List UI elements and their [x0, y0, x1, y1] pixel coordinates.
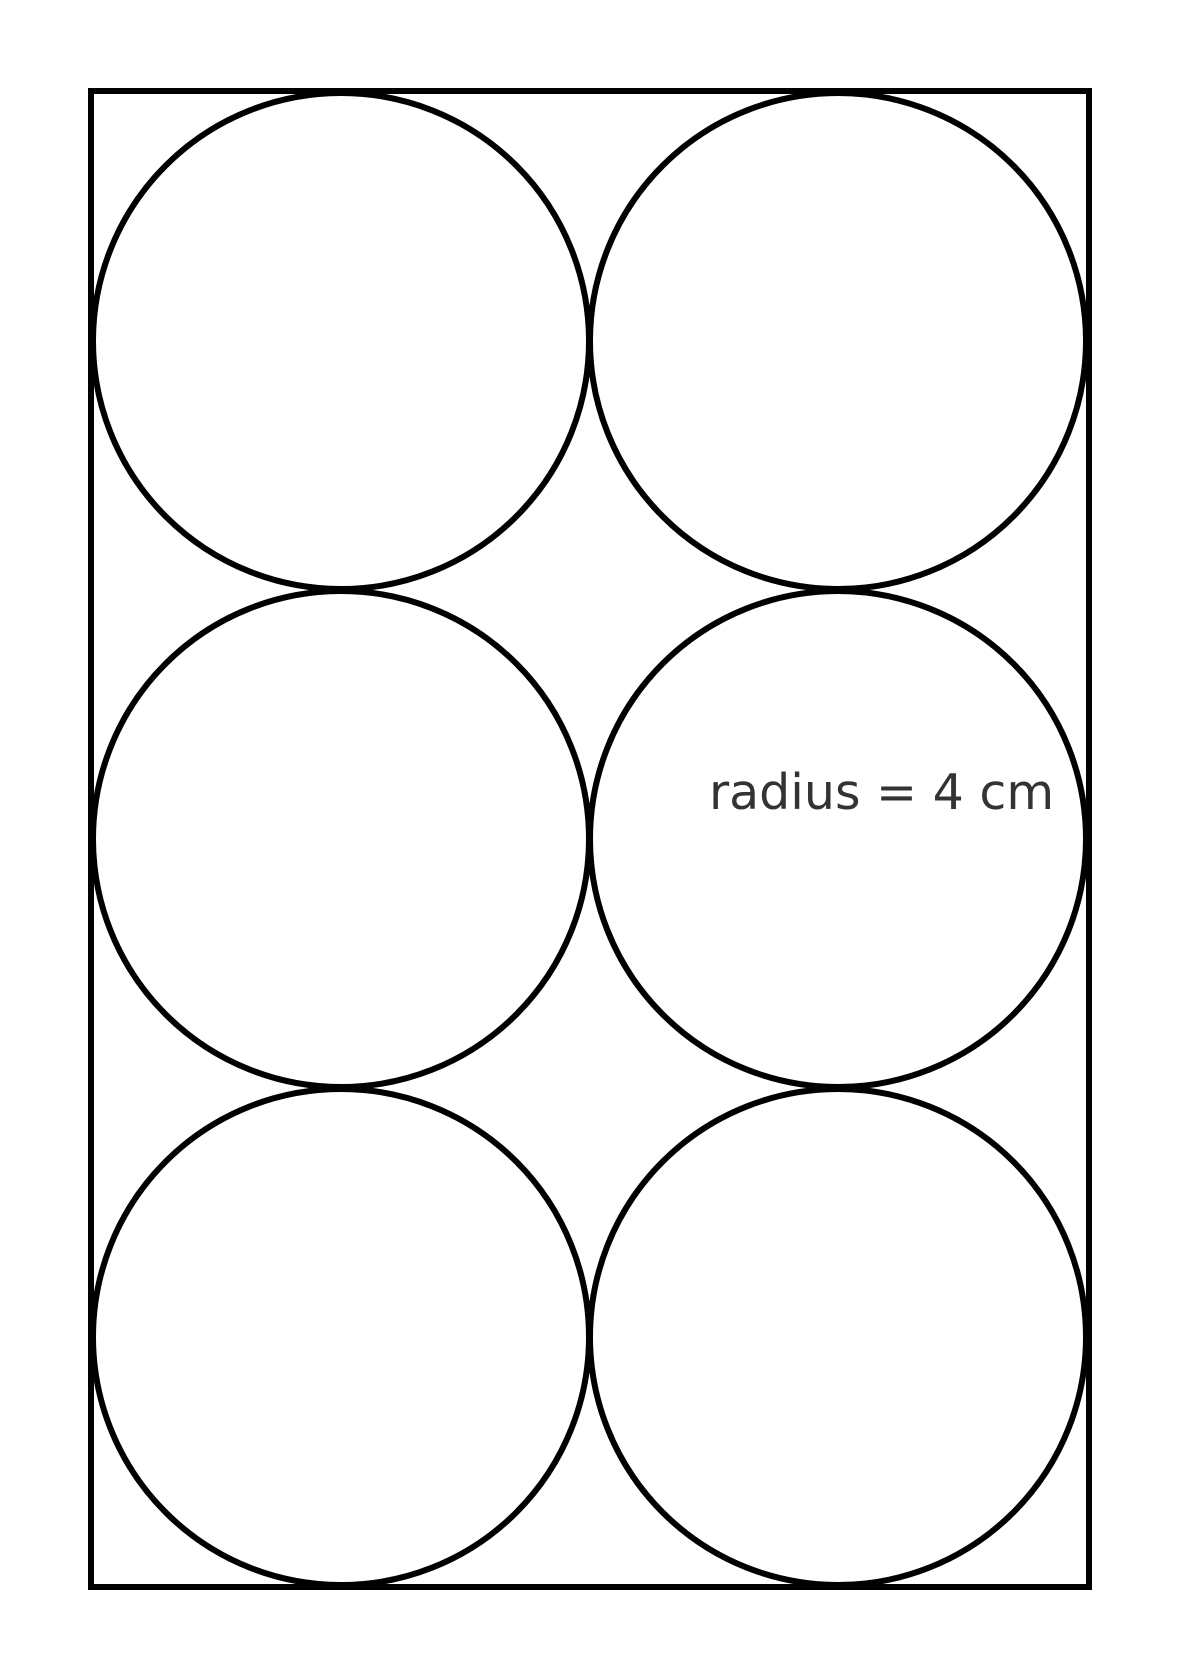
circle-row3-col2: [587, 1086, 1089, 1588]
circle-row1-col1: [90, 90, 592, 592]
radius-label: radius = 4 cm: [709, 764, 1054, 821]
circle-row2-col2: [587, 588, 1089, 1090]
circle-row2-col1: [90, 588, 592, 1090]
circle-row1-col2: [587, 90, 1089, 592]
circle-row3-col1: [90, 1086, 592, 1588]
